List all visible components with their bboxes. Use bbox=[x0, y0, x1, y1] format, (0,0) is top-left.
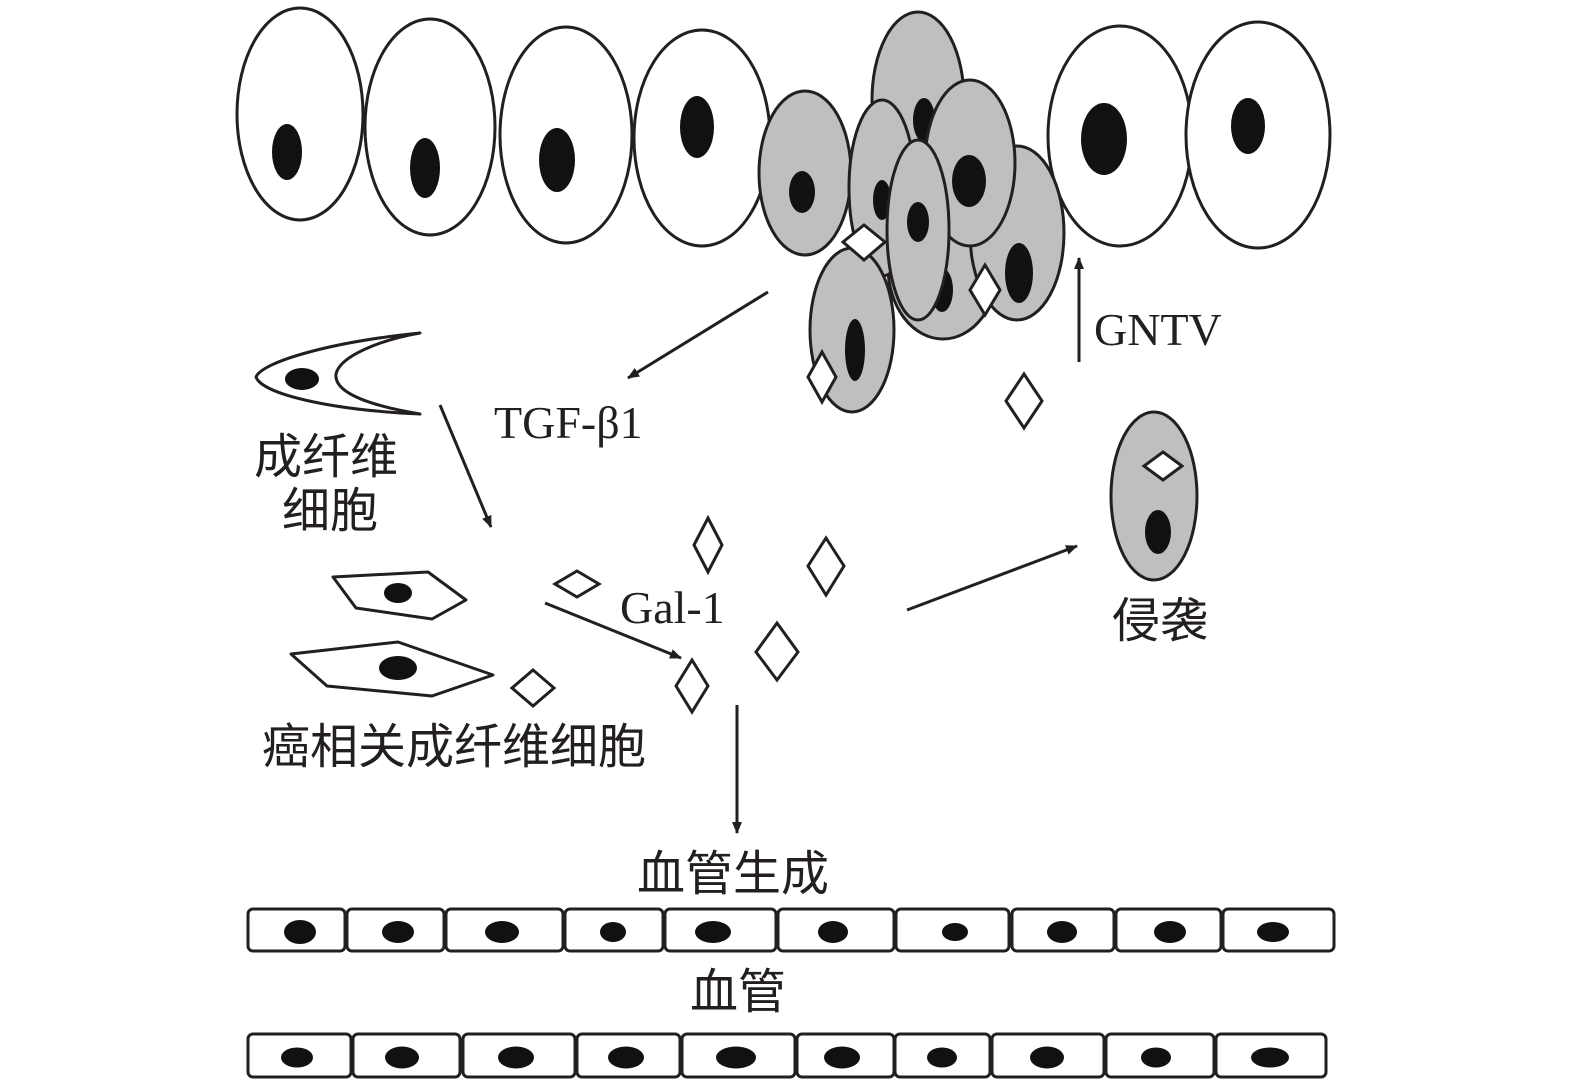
normal-epithelial-cell bbox=[363, 17, 497, 237]
vessel-label: 血管 bbox=[690, 964, 786, 1020]
gal1-diamond bbox=[1004, 371, 1044, 431]
blood-vessel-upper-row bbox=[246, 907, 1336, 953]
endothelial-cell bbox=[1010, 907, 1116, 953]
endothelial-cell bbox=[680, 1032, 797, 1079]
arrow-fibroblast-to-caf bbox=[438, 404, 493, 528]
gal1-diamond bbox=[968, 262, 1002, 318]
normal-epithelial-cell bbox=[632, 28, 772, 248]
gal1-diamond bbox=[552, 569, 602, 599]
endothelial-cell bbox=[776, 907, 896, 953]
gal1-diamond bbox=[692, 514, 724, 576]
arrows bbox=[438, 257, 1084, 834]
fibroblast-label-line1: 成纤维 bbox=[254, 429, 398, 485]
endothelial-cell bbox=[444, 907, 565, 953]
gal1-label: Gal-1 bbox=[620, 582, 725, 633]
fibroblast bbox=[254, 331, 422, 416]
endothelial-cell bbox=[563, 907, 665, 953]
gal1-diamond bbox=[674, 657, 710, 715]
invasion-label: 侵袭 bbox=[1112, 593, 1208, 649]
tumor-cell bbox=[885, 138, 951, 322]
normal-epithelial-cells-right bbox=[1046, 20, 1332, 250]
angiogenesis-label: 血管生成 bbox=[637, 846, 829, 902]
arrow-to-gal1 bbox=[544, 601, 682, 660]
endothelial-cell bbox=[990, 1032, 1106, 1079]
gal1-diamond bbox=[806, 348, 838, 406]
fibroblast-label-line2: 细胞 bbox=[282, 483, 378, 539]
endothelial-cell bbox=[345, 907, 446, 953]
gal1-diamond bbox=[509, 668, 557, 708]
tumor-cell-cluster bbox=[757, 10, 1066, 414]
tgf-beta1-label: TGF-β1 bbox=[494, 397, 643, 448]
endothelial-cell bbox=[1114, 907, 1223, 953]
arrow-to-tgf bbox=[627, 290, 769, 380]
gal1-molecules bbox=[509, 223, 1185, 715]
blood-vessel-lower-row bbox=[246, 1032, 1328, 1079]
endothelial-cell bbox=[246, 907, 347, 953]
endothelial-cell bbox=[575, 1032, 682, 1079]
endothelial-cell bbox=[1214, 1032, 1328, 1079]
cancer-associated-fibroblasts bbox=[289, 570, 495, 698]
normal-epithelial-cell bbox=[1046, 24, 1194, 248]
normal-epithelial-cell bbox=[498, 25, 634, 245]
endothelial-cell bbox=[795, 1032, 896, 1079]
caf-cell bbox=[289, 640, 495, 698]
endothelial-cell bbox=[893, 1032, 992, 1079]
invading-tumor-cell bbox=[1109, 410, 1199, 582]
gal1-diamond bbox=[806, 535, 846, 598]
endothelial-cell bbox=[1221, 907, 1336, 953]
endothelial-cell bbox=[461, 1032, 577, 1079]
endothelial-cell bbox=[1104, 1032, 1216, 1079]
normal-epithelial-cells-left bbox=[235, 6, 772, 248]
gal1-diamond bbox=[754, 620, 800, 683]
gal1-diamond bbox=[1141, 450, 1185, 482]
gal1-diamond bbox=[840, 223, 888, 262]
endothelial-cell bbox=[894, 907, 1011, 953]
tumor-cell bbox=[757, 89, 853, 257]
normal-epithelial-cell bbox=[235, 6, 365, 222]
gntv-label: GNTV bbox=[1094, 304, 1222, 355]
arrow-to-invasion bbox=[906, 544, 1078, 612]
endothelial-cell bbox=[663, 907, 778, 953]
caf-cell bbox=[331, 570, 468, 621]
endothelial-cell bbox=[246, 1032, 353, 1079]
caf-label: 癌相关成纤维细胞 bbox=[262, 719, 646, 775]
endothelial-cell bbox=[351, 1032, 462, 1079]
normal-epithelial-cell bbox=[1184, 20, 1332, 250]
